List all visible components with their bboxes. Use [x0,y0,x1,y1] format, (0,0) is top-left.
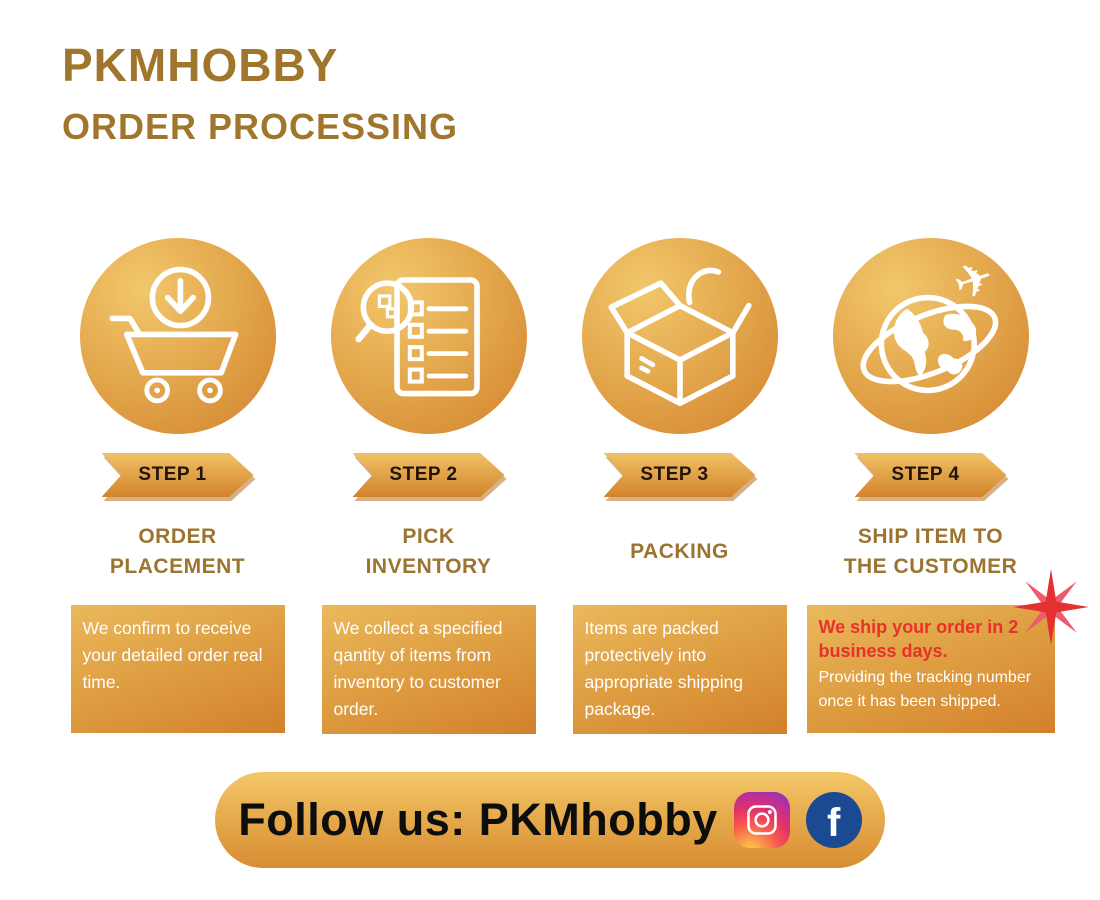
starburst-icon [1012,569,1089,645]
facebook-icon: f [805,792,862,848]
step-1-badge-label: STEP 1 [138,464,207,485]
instagram-icon [733,792,790,848]
step-3-description: Items are packed protectively into appro… [572,605,787,734]
shipping-note-text: Providing the tracking number once it ha… [818,668,1032,710]
step-column-4: ✈ STEP 4 SHIP ITEM TO THE CUSTOMER We sh… [805,238,1089,734]
page-title: ORDER PROCESSING [62,106,459,147]
pick-list-magnifier-icon [330,238,527,434]
svg-text:✈: ✈ [947,256,1000,311]
follow-banner: Follow us: PKMhobby f [215,772,885,868]
step-3-title: PACKING [630,539,729,563]
open-box-icon [581,238,778,434]
shipping-highlight-text: We ship your order in 2 business days. [818,617,1019,662]
cart-download-icon [79,238,276,434]
steps-row: STEP 1 ORDER PLACEMENT We confirm to rec… [52,238,1089,734]
step-column-2: STEP 2 PICK INVENTORY We collect a speci… [303,238,554,734]
follow-text: Follow us: PKMhobby [238,794,718,845]
step-2-title: PICK INVENTORY [365,524,492,578]
step-4-badge-label: STEP 4 [891,464,960,485]
step-1-title: ORDER PLACEMENT [109,524,246,578]
step-column-1: STEP 1 ORDER PLACEMENT We confirm to rec… [52,238,303,734]
step-4-description: We ship your order in 2 business days. P… [806,569,1089,733]
step-1-description: We confirm to receive your detailed orde… [70,605,285,733]
step-2-badge-label: STEP 2 [389,464,458,485]
step-1-badge: STEP 1 [101,453,254,497]
step-3-badge-label: STEP 3 [640,464,709,485]
step-2-badge: STEP 2 [352,453,505,497]
step-4-badge: STEP 4 [854,453,1007,497]
globe-airplane-icon: ✈ [832,238,1029,434]
step-3-badge: STEP 3 [603,453,756,497]
step-2-description: We collect a specified qantity of items … [321,605,536,734]
step-column-3: STEP 3 PACKING Items are packed protecti… [554,238,805,734]
step-4-title: SHIP ITEM TO THE CUSTOMER [843,524,1018,578]
brand-title: PKMHOBBY [62,39,339,91]
